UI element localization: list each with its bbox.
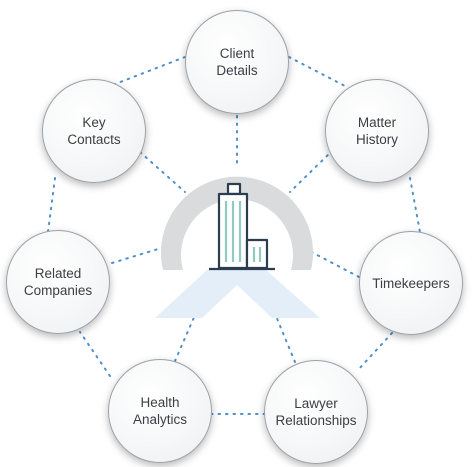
building-window-stripes (224, 201, 262, 262)
horseshoe-ring (160, 176, 313, 270)
chevron-shape (155, 270, 320, 318)
node-label: Key Contacts (67, 115, 121, 147)
node-label: Related Companies (23, 266, 93, 298)
node-related-companies: Related Companies (6, 230, 110, 334)
node-key-contacts: Key Contacts (42, 79, 146, 183)
node-label: Timekeepers (372, 275, 450, 291)
node-label: Client Details (216, 46, 258, 78)
node-label: Lawyer Relationships (275, 396, 357, 428)
node-matter-history: Matter History (325, 79, 429, 183)
outer-dotted-ring (47, 56, 421, 415)
node-label: Health Analytics (132, 395, 188, 427)
node-timekeepers: Timekeepers (359, 231, 463, 335)
node-lawyer-relationships: Lawyer Relationships (264, 360, 368, 464)
node-label: Matter History (355, 115, 398, 147)
node-client-details: Client Details (185, 10, 289, 114)
node-health-analytics: Health Analytics (108, 359, 212, 463)
